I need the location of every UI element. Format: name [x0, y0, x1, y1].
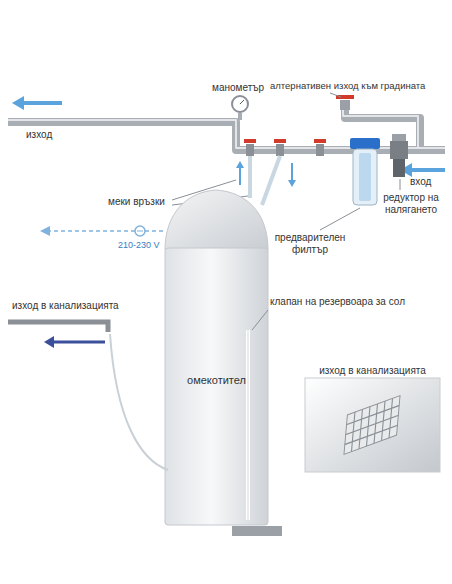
flow-arrow — [22, 101, 62, 105]
flow-arrow — [52, 341, 105, 344]
part-name: клапан на резервоара за сол — [270, 296, 405, 308]
pressure-reducer — [390, 134, 408, 177]
valves — [244, 139, 326, 156]
part-name: редуктор на налягането — [376, 192, 446, 216]
garden-tap — [340, 100, 350, 110]
softener-body: омекотител — [165, 248, 268, 525]
soft-hose — [262, 156, 280, 205]
drain-hose — [110, 334, 168, 470]
part-name: манометър — [212, 82, 264, 94]
pipes — [8, 108, 445, 150]
pressure-gauge — [232, 96, 248, 112]
inlet-label: вход — [410, 176, 431, 188]
power-plug-symbol — [135, 226, 145, 236]
voltage-label: 210-230 V — [118, 239, 160, 251]
drain-pipe — [8, 322, 108, 332]
flow-arrow — [410, 168, 445, 172]
pre-filter — [350, 138, 380, 205]
node-title: изход в канализацията — [319, 365, 426, 377]
node-title: омекотител — [187, 374, 246, 386]
part-name: меки връзки — [108, 196, 165, 208]
part-name: алтернативен изход към градината — [270, 80, 425, 92]
soft-hose — [248, 156, 252, 198]
floor-drain-box: изход в канализацията — [305, 358, 440, 474]
softener-illustration — [165, 190, 282, 536]
floor-drain-picture — [305, 378, 440, 472]
arrow-head — [12, 96, 24, 110]
drain-label: изход в канализацията — [12, 300, 119, 312]
part-name: предварителен филтър — [272, 232, 348, 256]
outlet-label: изход — [26, 129, 52, 141]
